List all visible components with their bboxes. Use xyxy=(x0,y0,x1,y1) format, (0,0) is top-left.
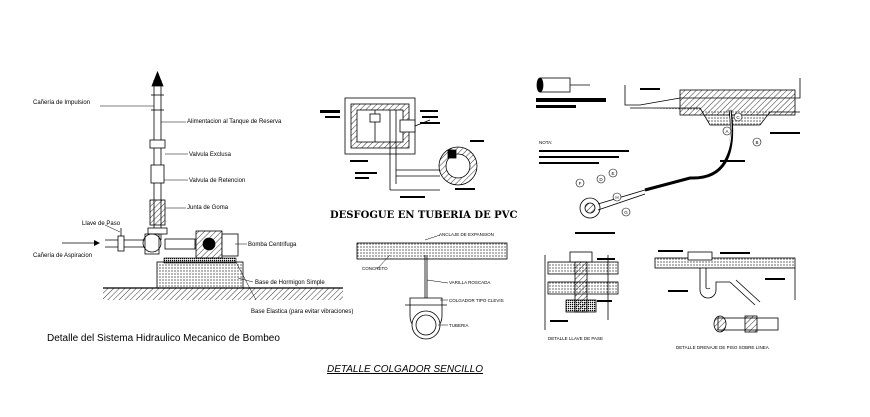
llave-pase-detail: DETALLE LLAVE DE PASE xyxy=(544,251,619,341)
concrete-slab xyxy=(356,242,508,260)
desfogue-detail: DESFOGUE EN TUBERIA DE PVC xyxy=(320,97,517,221)
colgador-title: DETALLE COLGADOR SENCILLO xyxy=(327,364,483,375)
callout-d: D xyxy=(599,177,603,182)
nota-label: NOTA: xyxy=(539,140,552,145)
llave-text-marks xyxy=(550,258,615,322)
drenaje-piso-detail: DETALLE DRENAJE DE PISO SOBRE LINEA xyxy=(654,250,796,350)
drenaje-text-marks xyxy=(658,250,785,292)
callout-a: A xyxy=(725,129,728,134)
label-impulsion: Cañería de Impulsion xyxy=(33,100,90,106)
label-base: Base de Hormigon Simple xyxy=(255,280,325,286)
label-tuberia: TUBERIA xyxy=(449,323,469,328)
pump-body xyxy=(142,230,239,259)
label-llave: Llave de Paso xyxy=(82,221,121,227)
suction-arrow xyxy=(62,240,100,246)
label-concreto: CONCRETO xyxy=(362,266,388,271)
callout-e: E xyxy=(611,171,614,176)
callout-h: H xyxy=(615,195,618,200)
label-alimentacion: Alimentacion al Tanque de Reserva xyxy=(187,119,282,125)
discharge-pipe xyxy=(147,70,168,240)
suction-pipe xyxy=(105,228,145,252)
label-varilla: VARILLA ROSCADA xyxy=(449,280,490,285)
label-anclaje: ANCLAJE DE EXPANSION xyxy=(439,232,494,237)
colgador-leaders xyxy=(376,234,449,326)
drain-text-marks xyxy=(536,88,800,234)
desfogue-text-marks xyxy=(320,110,484,198)
callout-letters: A B C D E F G H xyxy=(579,115,759,215)
label-goma: Junta de Goma xyxy=(187,205,229,211)
callout-f: F xyxy=(579,181,582,186)
label-bomba: Bomba Centrifuga xyxy=(248,242,297,248)
callout-g: G xyxy=(624,210,628,215)
pump-detail-title: Detalle del Sistema Hidraulico Mecanico … xyxy=(47,333,280,344)
llave-caption: DETALLE LLAVE DE PASE xyxy=(548,336,603,341)
desfogue-title: DESFOGUE EN TUBERIA DE PVC xyxy=(330,210,517,221)
elastic-base xyxy=(163,257,237,264)
label-elastica: Base Elastica (para evitar vibraciones) xyxy=(251,309,353,315)
label-retencion: Valvula de Retencion xyxy=(189,178,245,184)
label-colgador: COLGADOR TIPO CLEVIS xyxy=(449,298,504,303)
colgador-detail: ANCLAJE DE EXPANSION CONCRETO VARILLA RO… xyxy=(327,232,508,375)
concrete-base xyxy=(156,261,244,289)
leader-lines xyxy=(100,105,257,301)
label-exclusa: Valvula Exclusa xyxy=(189,152,232,158)
callout-b: B xyxy=(755,140,758,145)
drenaje-caption: DETALLE DRENAJE DE PISO SOBRE LINEA xyxy=(676,345,769,350)
label-aspiracion: Cañería de Aspiracion xyxy=(33,253,92,259)
ground-hatch xyxy=(103,287,343,300)
pump-system-detail: Cañería de Impulsion Alimentacion al Tan… xyxy=(33,70,353,344)
callout-c: C xyxy=(736,115,740,120)
callout-bubbles xyxy=(575,112,762,217)
drain-connection-detail: NOTA: A B C D E F G H xyxy=(536,77,801,234)
